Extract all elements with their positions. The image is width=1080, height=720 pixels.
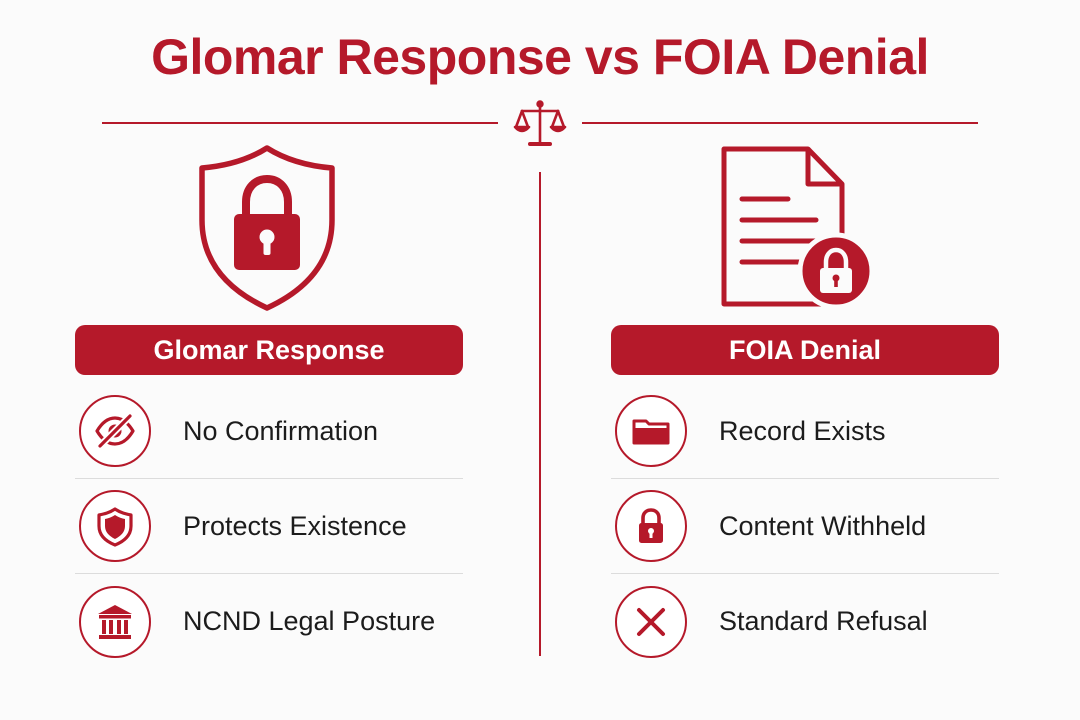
list-item: Protects Existence — [75, 479, 463, 574]
list-item: Content Withheld — [611, 479, 999, 574]
item-label: No Confirmation — [183, 415, 379, 446]
item-label: Content Withheld — [719, 510, 927, 541]
icon-circle — [79, 490, 151, 562]
center-divider — [539, 172, 541, 656]
padlock-icon — [639, 508, 663, 543]
list-item: No Confirmation — [75, 384, 463, 479]
courthouse-icon — [98, 604, 132, 639]
shield-icon — [97, 507, 133, 547]
eye-slash-icon — [95, 412, 135, 450]
icon-circle — [615, 395, 687, 467]
glomar-response-header: Glomar Response — [75, 325, 463, 375]
glomar-response-list: No Confirmation Protects Existence — [75, 384, 463, 669]
list-item: Standard Refusal — [611, 574, 999, 669]
title-rule-right — [582, 122, 978, 124]
item-label: Protects Existence — [183, 510, 407, 541]
icon-circle — [615, 585, 687, 658]
foia-denial-list: Record Exists Content Withheld Standar — [611, 384, 999, 669]
x-mark-icon — [637, 607, 665, 636]
item-label: NCND Legal Posture — [183, 606, 436, 636]
item-label: Standard Refusal — [719, 606, 928, 636]
folder-icon — [632, 419, 670, 445]
shield-lock-icon — [199, 145, 335, 311]
document-lock-icon — [721, 146, 875, 310]
icon-circle — [79, 585, 151, 658]
foia-denial-header: FOIA Denial — [611, 325, 999, 375]
list-item: NCND Legal Posture — [75, 574, 463, 669]
icon-circle — [79, 395, 151, 467]
scales-of-justice-icon — [513, 100, 567, 146]
page-title: Glomar Response vs FOIA Denial — [151, 29, 929, 85]
list-item: Record Exists — [611, 384, 999, 479]
title-rule-left — [102, 122, 498, 124]
icon-circle — [615, 490, 687, 562]
item-label: Record Exists — [719, 415, 886, 446]
